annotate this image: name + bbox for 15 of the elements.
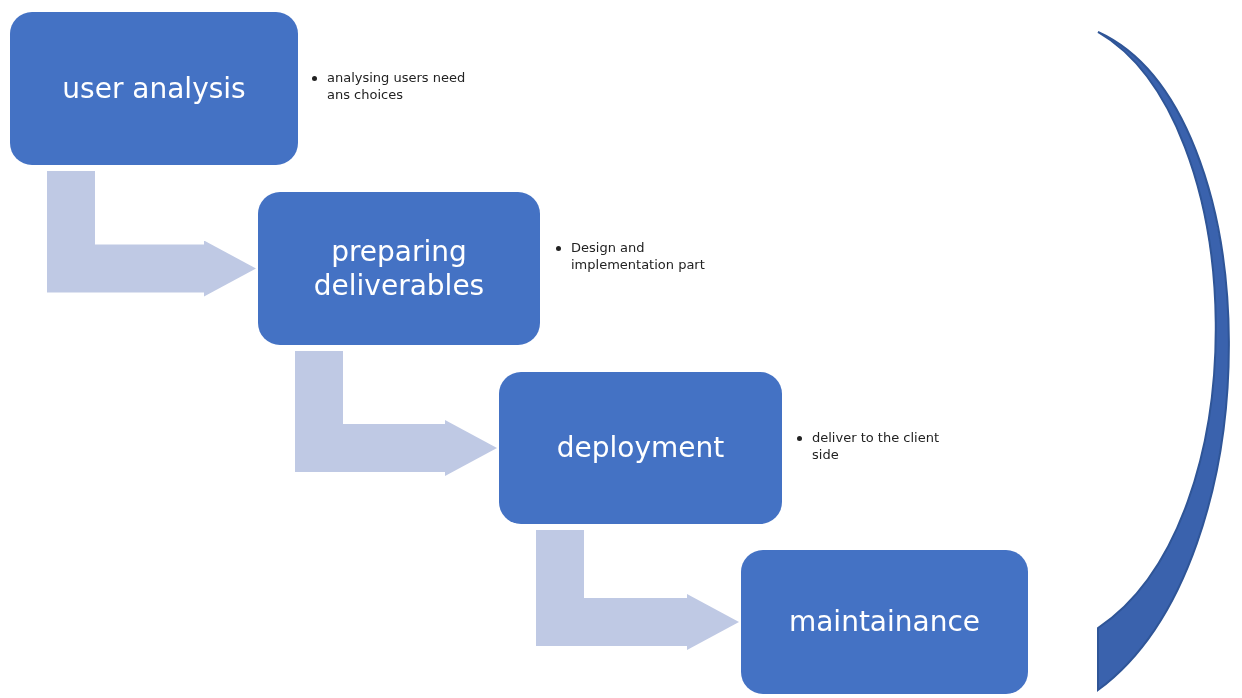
step-title: maintainance <box>788 605 981 639</box>
process-box <box>10 12 298 165</box>
step-title: deployment <box>556 431 725 465</box>
step-title: user analysis <box>62 71 246 106</box>
step-note: deliver to the client side <box>812 430 940 464</box>
curved-band <box>1097 31 1232 692</box>
step-note: Design and implementation part <box>571 240 706 274</box>
process-box <box>741 550 1028 694</box>
bent-arrow <box>295 351 497 476</box>
bent-arrow <box>47 171 256 297</box>
step-title: preparing deliverables <box>312 234 486 303</box>
process-box <box>499 372 782 524</box>
step-note: analysing users need ans choices <box>327 70 467 104</box>
bent-arrow <box>536 530 739 650</box>
process-box <box>258 192 540 345</box>
